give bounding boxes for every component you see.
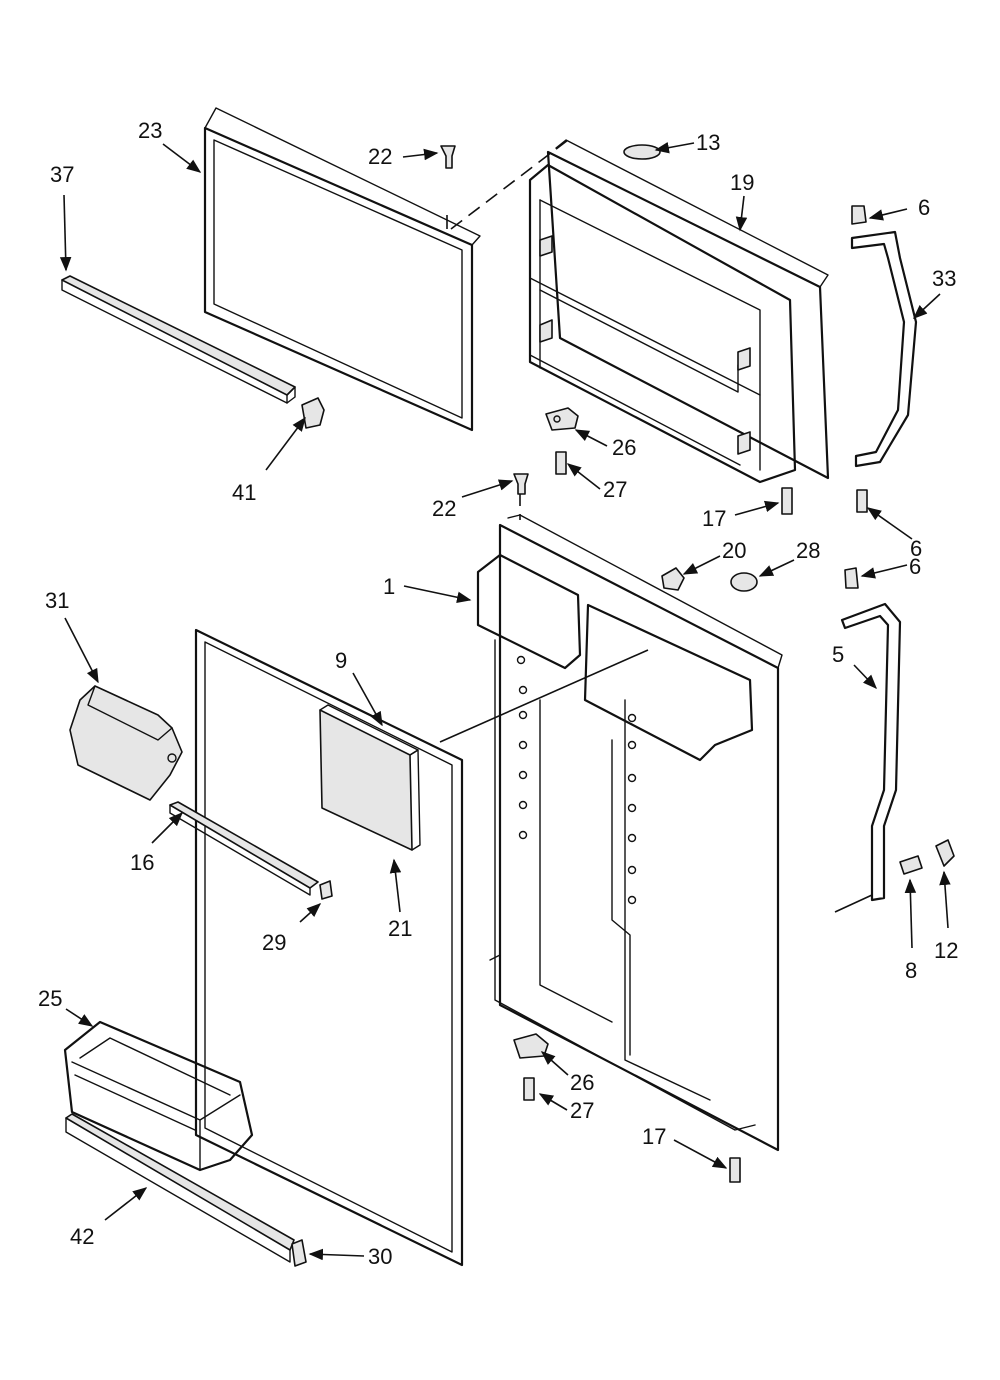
freezer-handle <box>850 230 918 468</box>
freezer-trim-strip <box>61 275 296 404</box>
freezer-gasket <box>203 107 481 432</box>
button-20 <box>661 567 685 591</box>
trim-strip-42 <box>65 1113 295 1263</box>
label-9: 9 <box>335 648 347 673</box>
label-23: 23 <box>138 118 162 143</box>
label-6-lower: 6 <box>909 554 921 579</box>
leader-lines <box>59 141 951 1261</box>
clip-29 <box>319 880 333 900</box>
label-41: 41 <box>232 480 256 505</box>
label-20: 20 <box>722 538 746 563</box>
door-bin-25 <box>63 1020 254 1172</box>
dairy-door <box>69 685 183 801</box>
door-bin-21 <box>319 704 421 851</box>
clip-30 <box>291 1239 307 1267</box>
freezer-door-liner <box>528 139 830 484</box>
label-13: 13 <box>696 130 720 155</box>
callout-labels: 23 22 13 19 37 6 33 26 41 27 22 17 6 20 … <box>38 118 958 1269</box>
screw-22-lower <box>513 473 529 495</box>
label-8: 8 <box>905 958 917 983</box>
screw-27-lower <box>523 1077 535 1101</box>
hinge-26-top <box>545 407 579 431</box>
screw-27-top <box>555 451 567 475</box>
dashed-guide <box>446 139 569 234</box>
label-33: 33 <box>932 266 956 291</box>
label-21: 21 <box>388 916 412 941</box>
label-27-lower: 27 <box>570 1098 594 1123</box>
screw-6-mid <box>856 489 868 513</box>
screw-17-top <box>781 487 793 515</box>
screw-22-top <box>440 145 456 169</box>
label-17-top: 17 <box>702 506 726 531</box>
screw-17-lower <box>729 1157 741 1183</box>
screw-8 <box>899 855 923 875</box>
label-25: 25 <box>38 986 62 1011</box>
label-42: 42 <box>70 1224 94 1249</box>
label-31: 31 <box>45 588 69 613</box>
handle-guide <box>834 894 873 913</box>
liner-guide <box>439 649 649 743</box>
label-30: 30 <box>368 1244 392 1269</box>
label-26-top: 26 <box>612 435 636 460</box>
screw-6-lower <box>844 567 859 589</box>
label-37: 37 <box>50 162 74 187</box>
label-17-lower: 17 <box>642 1124 666 1149</box>
cap-13 <box>623 144 661 160</box>
label-5: 5 <box>832 642 844 667</box>
plug-28 <box>730 572 758 592</box>
label-16: 16 <box>130 850 154 875</box>
trim-strip-16 <box>169 801 319 896</box>
label-1: 1 <box>383 574 395 599</box>
label-19: 19 <box>730 170 754 195</box>
hinge-26-lower <box>513 1033 549 1059</box>
label-28: 28 <box>796 538 820 563</box>
screw-6-top <box>851 205 867 225</box>
label-6-top: 6 <box>918 195 930 220</box>
label-27-top: 27 <box>603 477 627 502</box>
label-29: 29 <box>262 930 286 955</box>
fresh-food-handle <box>840 602 902 902</box>
cap-12 <box>935 839 955 867</box>
label-26-lower: 26 <box>570 1070 594 1095</box>
fresh-food-door-liner <box>476 514 783 1152</box>
label-22-top: 22 <box>368 144 392 169</box>
label-12: 12 <box>934 938 958 963</box>
label-22-lower: 22 <box>432 496 456 521</box>
label-6-mid: 6 <box>910 536 922 561</box>
clip-41 <box>301 397 325 429</box>
